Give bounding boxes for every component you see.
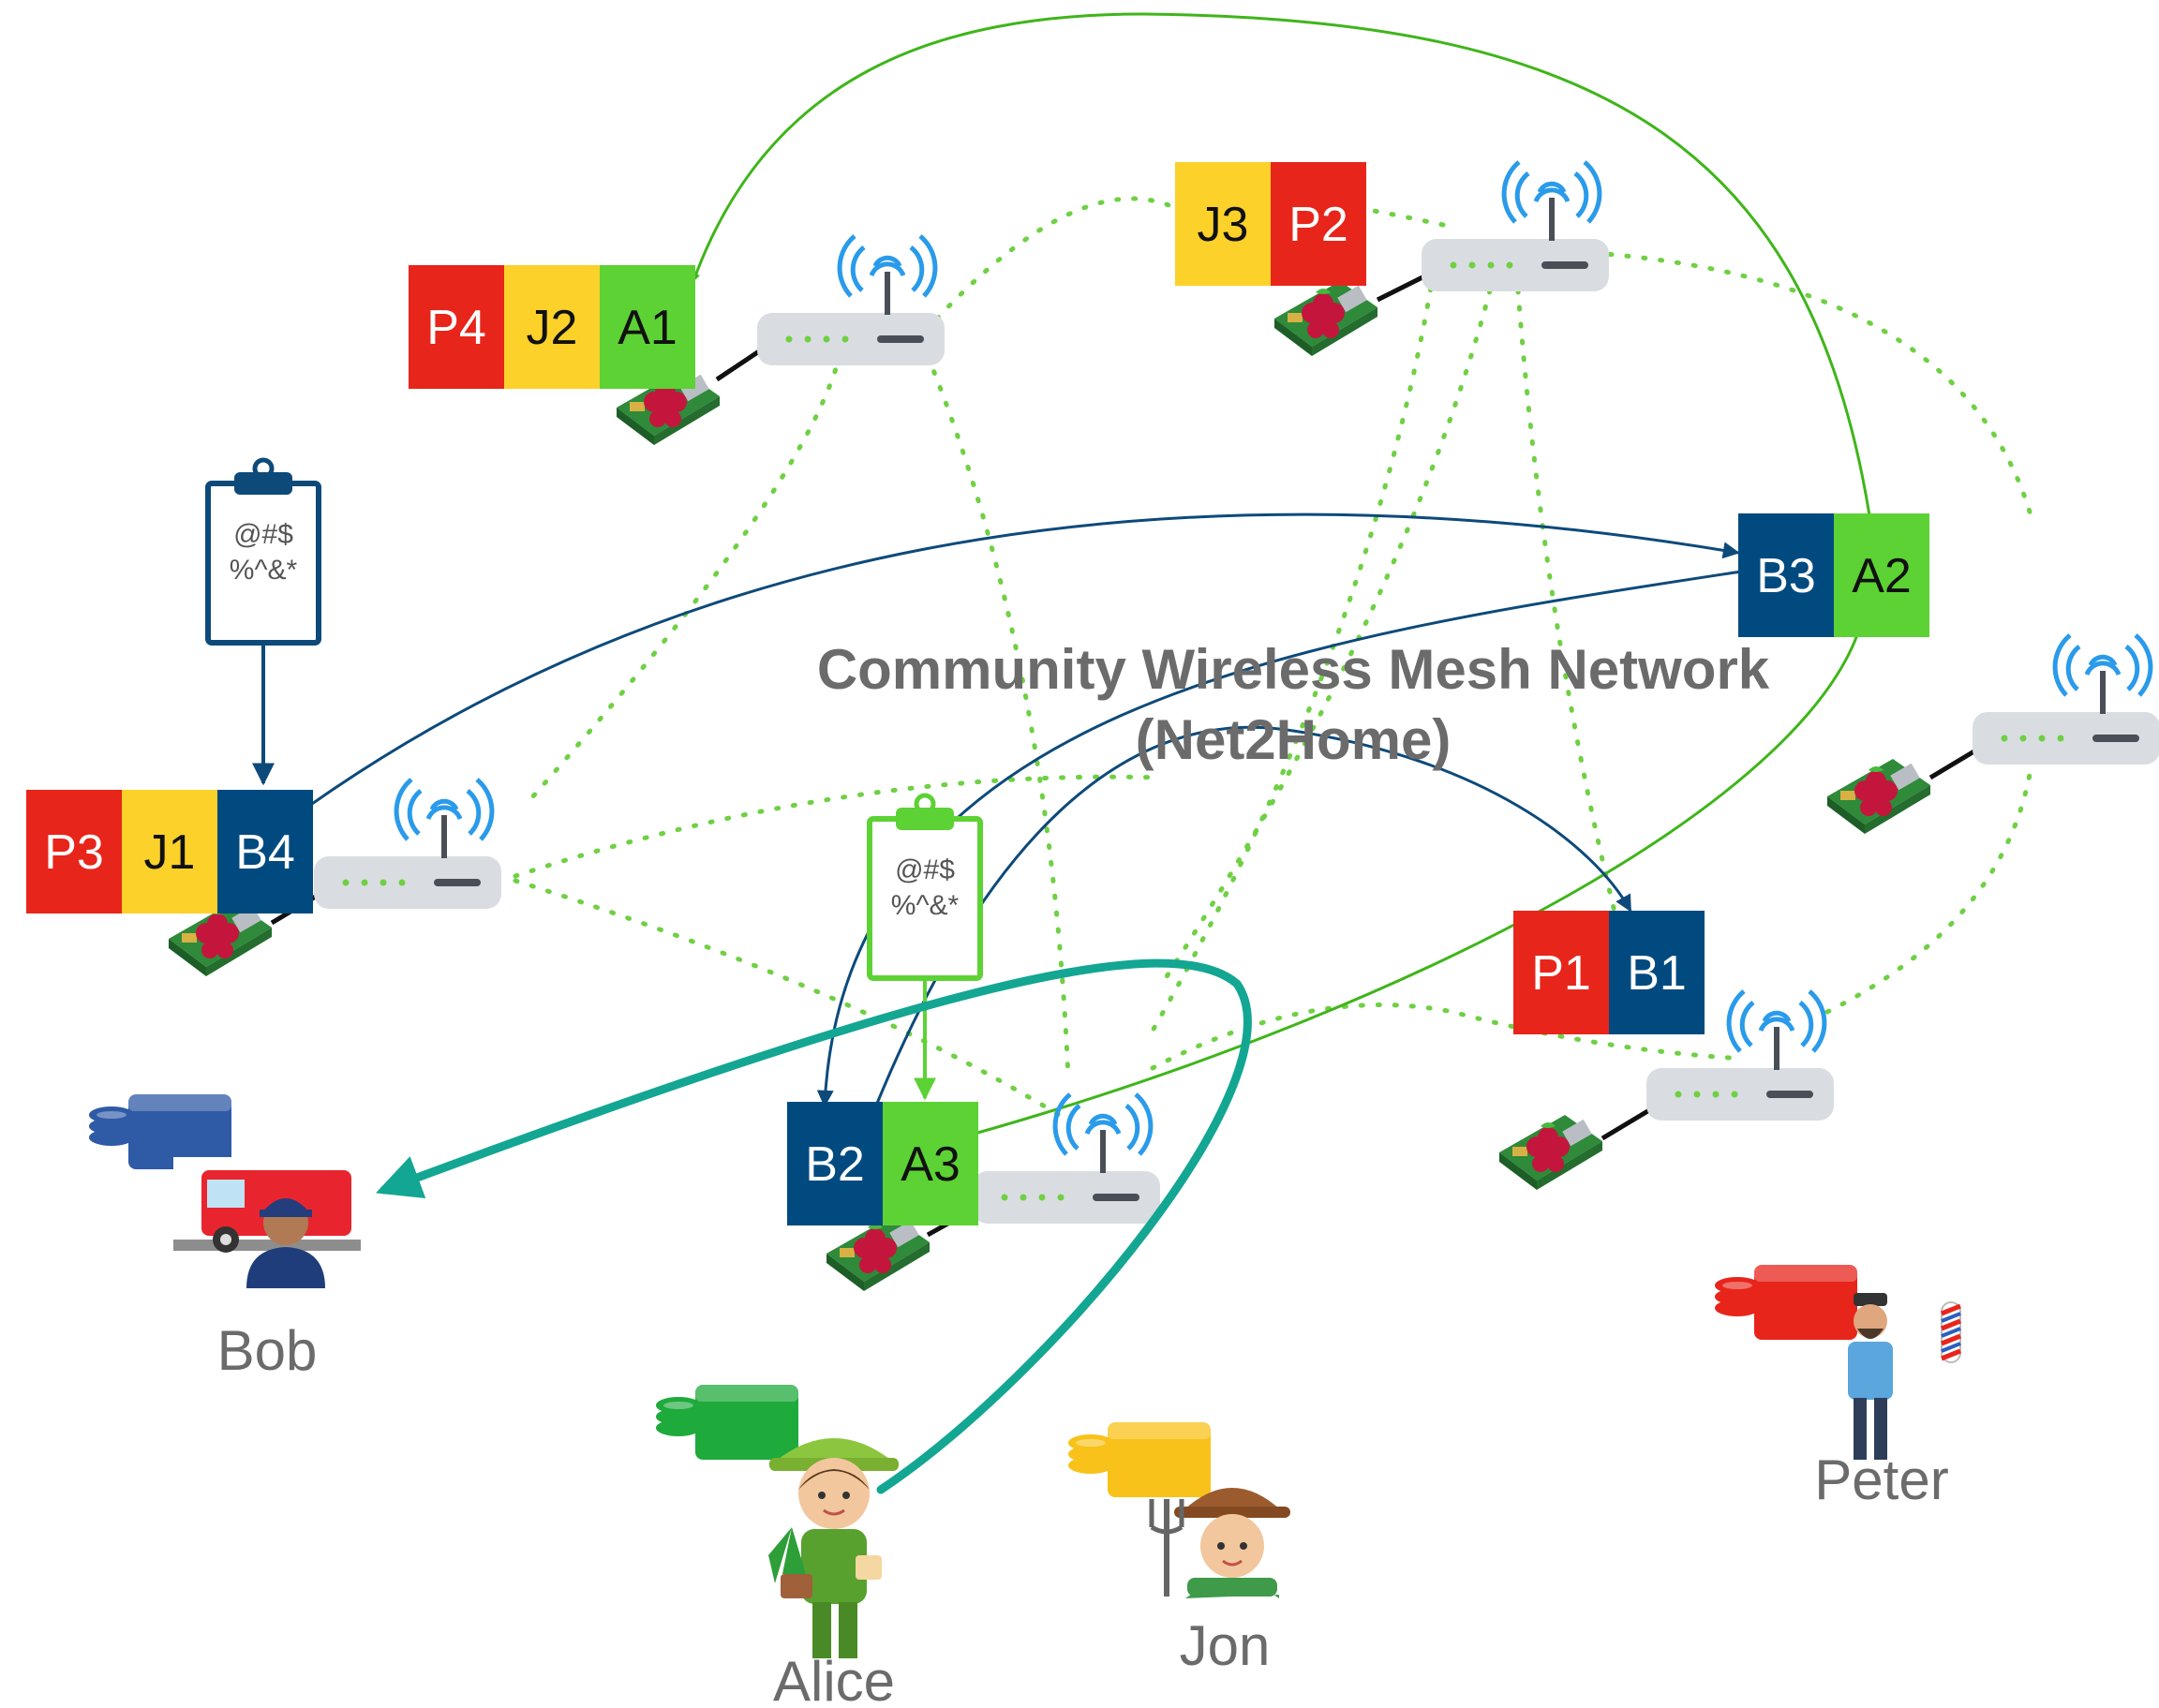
mesh-link	[1159, 288, 1493, 987]
router-icon	[757, 236, 945, 365]
node-5-tiles: P1 B1	[1513, 911, 1705, 1034]
clipboard-line-2: %^&*	[230, 555, 298, 586]
clipboard-line-1: @#$	[895, 854, 955, 885]
tile-label: B1	[1627, 946, 1687, 1001]
router-group-3	[1827, 635, 2159, 834]
router-icon	[314, 780, 501, 909]
tile-label: A3	[901, 1137, 960, 1192]
tile-label: P4	[426, 301, 486, 355]
tile-peter	[1513, 911, 1609, 1034]
mesh-link	[1590, 250, 2036, 527]
wallet-icon	[1068, 1422, 1211, 1497]
diagram-title-line-1: Community Wireless Mesh Network	[817, 638, 1770, 701]
tile-bob	[1609, 911, 1705, 1034]
node-6-tiles: B2 A3	[787, 1102, 978, 1225]
router-group-5	[1499, 991, 1834, 1190]
gardener-icon	[768, 1438, 899, 1658]
raspberry-pi-icon	[1827, 759, 1930, 834]
person-name: Peter	[1814, 1448, 1948, 1511]
raspberry-pi-icon	[826, 1216, 930, 1291]
tile-jon	[504, 265, 600, 389]
delivery-driver-icon	[173, 1157, 361, 1288]
tile-peter	[409, 265, 504, 389]
person-peter: Peter	[1715, 1265, 1961, 1511]
tile-label: P2	[1288, 198, 1348, 252]
diagram-title-line-2: (Net2Home)	[1136, 708, 1452, 771]
person-name: Jon	[1180, 1614, 1271, 1677]
tile-label: A2	[1852, 549, 1912, 603]
node-3-tiles: B3 A2	[1738, 513, 1929, 637]
clipboard-line-1: @#$	[233, 519, 293, 550]
person-name: Bob	[217, 1319, 318, 1382]
tile-peter	[26, 790, 122, 913]
mesh-link	[934, 196, 1174, 321]
tile-label: B4	[235, 825, 295, 880]
clipboard-alice-icon: @#$ %^&*	[867, 793, 983, 981]
tile-jon	[122, 790, 217, 913]
node-2-tiles: J3 P2	[1175, 162, 1366, 286]
tile-label: J2	[527, 301, 578, 355]
mesh-link	[513, 878, 1062, 1118]
flow-arrow-a2-to-a1	[692, 12, 1871, 516]
clipboard-line-2: %^&*	[891, 890, 960, 921]
tile-bob	[787, 1102, 883, 1225]
raspberry-pi-icon	[1499, 1115, 1602, 1190]
clipboard-bob-icon: @#$ %^&*	[205, 457, 321, 646]
router-icon	[973, 1094, 1160, 1224]
payment-arrow-alice-to-bob	[376, 958, 1252, 1494]
person-alice: Alice	[656, 1385, 899, 1708]
tile-bob	[217, 790, 313, 913]
node-4-tiles: P3 J1 B4	[26, 790, 313, 913]
tile-label: A1	[618, 301, 677, 355]
router-group-1	[617, 236, 945, 445]
flow-arrow-a3-to-a2	[974, 608, 1868, 1136]
tile-bob	[1738, 513, 1834, 637]
node-1-tiles: P4 J2 A1	[409, 265, 695, 389]
router-icon	[1973, 635, 2159, 765]
tile-label: P3	[44, 825, 104, 880]
mesh-link	[1150, 269, 1437, 1033]
person-name: Alice	[773, 1650, 895, 1708]
barber-icon	[1848, 1293, 1961, 1460]
tile-label: B2	[805, 1137, 865, 1192]
tile-alice	[883, 1102, 978, 1225]
router-icon	[1422, 162, 1609, 291]
mesh-link	[1515, 288, 1633, 977]
farmer-icon	[1149, 1488, 1290, 1598]
router-group-2	[1274, 162, 1609, 356]
person-bob: Bob	[89, 1094, 361, 1382]
tile-alice	[600, 265, 695, 389]
mesh-link	[522, 334, 846, 809]
tile-label: J1	[144, 825, 196, 880]
flow-arrow-b4-to-b3	[308, 512, 1740, 808]
raspberry-pi-icon	[1274, 281, 1377, 356]
mesh-link	[1824, 747, 2036, 1015]
tile-label: J3	[1198, 198, 1249, 252]
person-jon: Jon	[1068, 1422, 1290, 1677]
wallet-icon	[656, 1385, 798, 1460]
wallet-icon	[1715, 1265, 1857, 1340]
tile-peter	[1271, 162, 1366, 286]
flow-arrow-b3-to-b2	[816, 570, 1742, 1107]
tile-jon	[1175, 162, 1271, 286]
tile-alice	[1834, 513, 1929, 637]
tile-label: P1	[1531, 946, 1591, 1001]
mesh-link	[513, 774, 1165, 879]
tile-label: B3	[1756, 549, 1816, 603]
